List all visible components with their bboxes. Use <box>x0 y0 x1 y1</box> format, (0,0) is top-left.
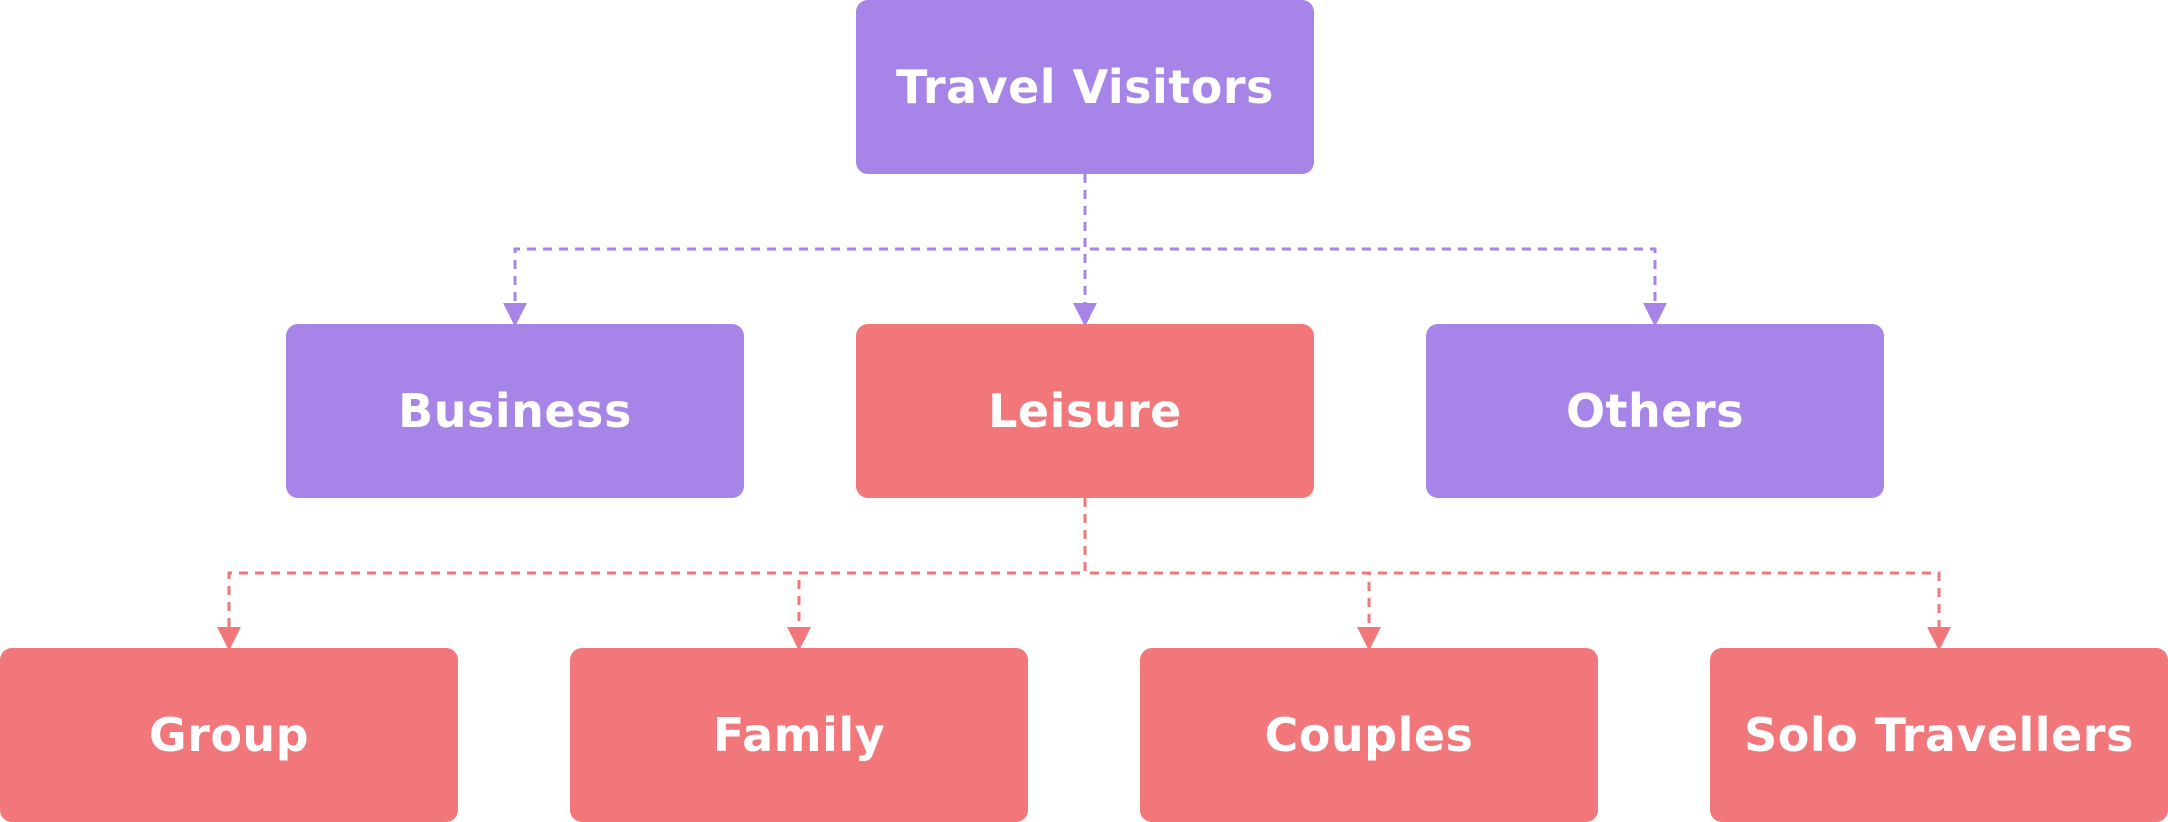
node-solo-travellers: Solo Travellers <box>1710 648 2168 822</box>
edge-root-to-business <box>503 174 1087 327</box>
node-others: Others <box>1426 324 1884 498</box>
node-group: Group <box>0 648 458 822</box>
edge-root-to-others <box>1083 174 1667 327</box>
node-label-couples: Couples <box>1264 708 1474 762</box>
node-label-family: Family <box>712 708 886 762</box>
node-label-others: Others <box>1565 384 1745 438</box>
node-label-leisure: Leisure <box>988 384 1182 438</box>
node-leisure: Leisure <box>856 324 1314 498</box>
node-label-business: Business <box>398 384 632 438</box>
node-label-solo-travellers: Solo Travellers <box>1744 708 2134 762</box>
node-label-travel-visitors: Travel Visitors <box>896 60 1274 114</box>
node-travel-visitors: Travel Visitors <box>856 0 1314 174</box>
edge-leisure-to-solo <box>1083 498 1951 651</box>
node-label-group: Group <box>148 708 310 762</box>
node-couples: Couples <box>1140 648 1598 822</box>
node-family: Family <box>570 648 1028 822</box>
edge-leisure-to-group <box>217 498 1087 651</box>
node-business: Business <box>286 324 744 498</box>
edges <box>217 174 1951 651</box>
edge-leisure-to-family <box>787 498 1087 651</box>
